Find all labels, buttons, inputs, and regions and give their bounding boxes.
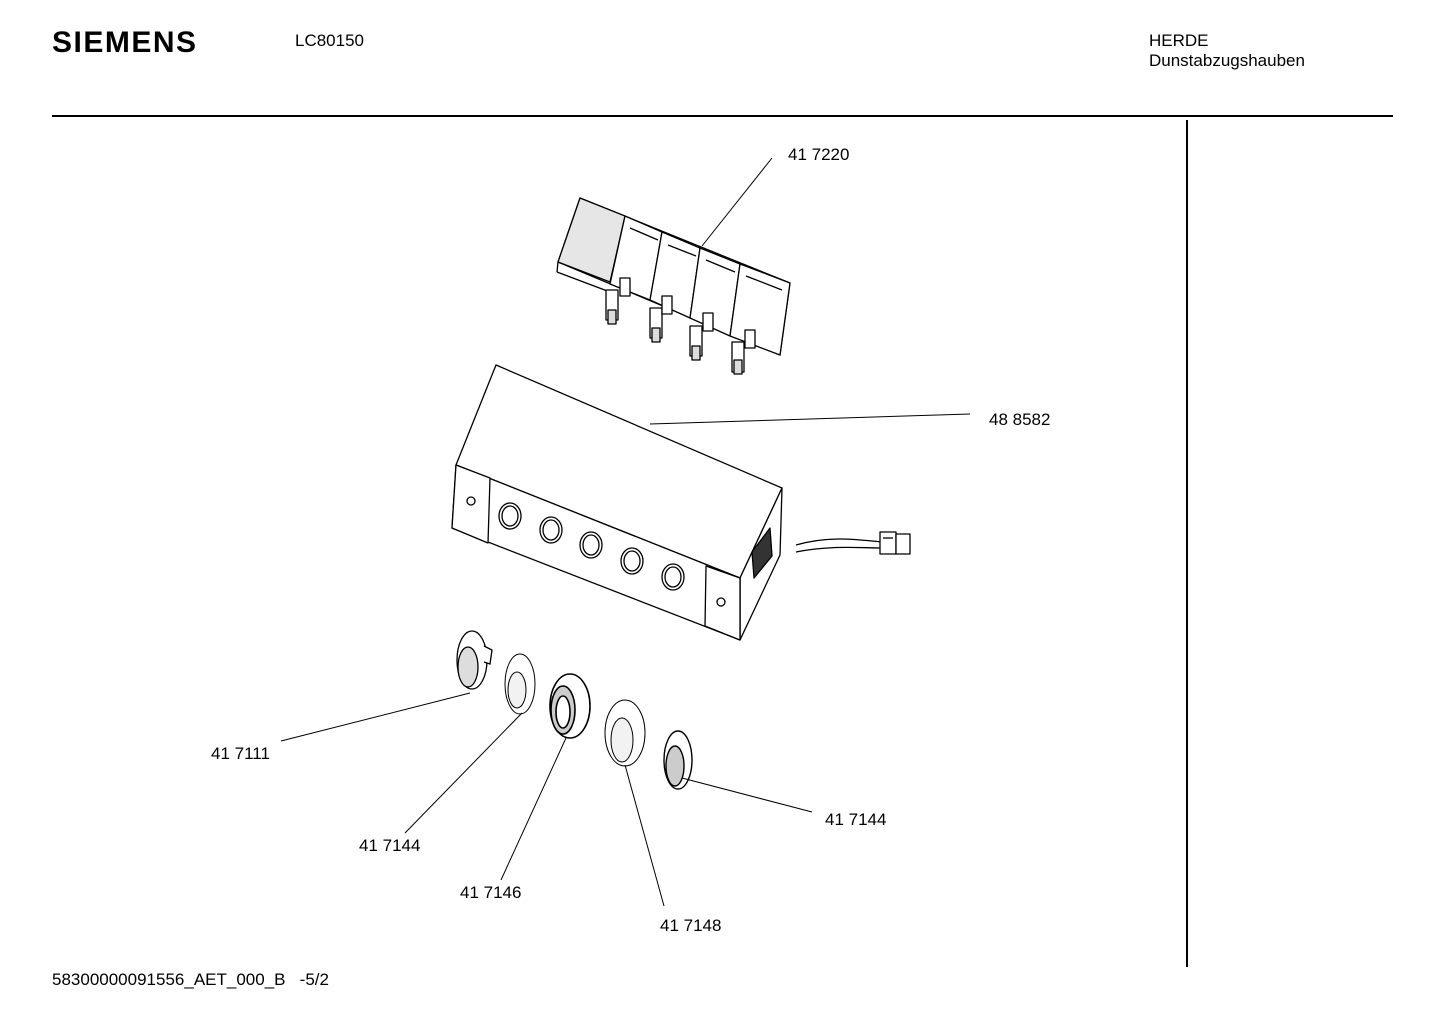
leader-417220 — [701, 157, 773, 247]
knob-1-drawing — [456, 630, 493, 690]
part-label-417144-b: 41 7144 — [825, 810, 886, 829]
part-label-488582: 48 8582 — [989, 410, 1050, 429]
leader-417148 — [624, 764, 665, 907]
knob-3-drawing — [549, 673, 591, 739]
document-id: 58300000091556_AET_000_B -5/2 — [52, 970, 329, 989]
switch-block-drawing — [556, 197, 791, 375]
category-line-2: Dunstabzugshauben — [1149, 51, 1305, 70]
part-label-417144-a: 41 7144 — [359, 836, 420, 855]
leader-417144-b — [681, 777, 813, 813]
brand-logo: SIEMENS — [52, 26, 198, 59]
leader-lines — [280, 157, 971, 907]
leader-417111 — [280, 692, 471, 742]
knob-4-drawing — [604, 699, 646, 767]
part-label-417220: 41 7220 — [788, 145, 849, 164]
leader-417144-a — [404, 712, 523, 834]
knob-2-drawing — [504, 653, 536, 715]
part-label-417148: 41 7148 — [660, 916, 721, 935]
part-label-417146: 41 7146 — [460, 883, 521, 902]
leader-417146 — [500, 737, 567, 881]
leader-488582 — [649, 413, 971, 425]
category-line-1: HERDE — [1149, 31, 1209, 50]
part-label-417111: 41 7111 — [211, 744, 270, 763]
model-number: LC80150 — [295, 31, 365, 50]
housing-drawing — [451, 364, 911, 641]
knob-5-drawing — [663, 730, 693, 790]
appliance-category: HERDE Dunstabzugshauben — [1149, 31, 1305, 71]
